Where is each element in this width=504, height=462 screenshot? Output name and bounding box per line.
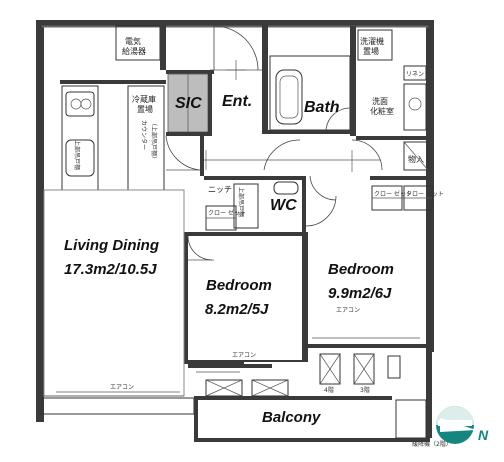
fridge-label-2: 置場 (137, 104, 153, 114)
living-dining-area: 17.3m2/10.5J (64, 261, 157, 278)
room-label-living-dining: Living Dining (64, 237, 159, 254)
aircon-bedroom-small-label: エアコン (232, 352, 256, 359)
room-label-bath: Bath (304, 99, 340, 116)
wc-upper-cabinet-label: 上部吊戸棚 (237, 187, 245, 217)
balcony-area: 4階 3階 緩降機（2階） (41, 350, 452, 448)
room-label-bedroom-small: Bedroom (206, 277, 272, 294)
bedroom-large-area: 9.9m2/6J (328, 285, 392, 302)
closet-a-label: クロー ゼット (208, 209, 246, 217)
aircon-markers: エアコン エアコン エアコン (56, 307, 360, 393)
room-label-balcony: Balcony (262, 409, 321, 426)
room-label-entrance: Ent. (222, 93, 252, 110)
closet-b-label: クロー ゼット (374, 190, 412, 198)
evac-3f-label: 3階 (360, 386, 370, 394)
compass-icon: N (436, 406, 489, 444)
water-heater-label-1: 電気 (125, 36, 141, 46)
room-label-wc: WC (270, 197, 297, 214)
kitchen-upper-cabinet-label: 上部吊戸棚 (73, 140, 81, 170)
entrance-area (165, 20, 268, 176)
compass-north-label: N (478, 427, 489, 443)
closet-c-label: クロー ゼット (406, 190, 444, 198)
fridge-label-1: 冷蔵庫 (132, 94, 156, 104)
water-heater-area: 電気 給湯器 (115, 20, 166, 70)
washroom-label-2: 化粧室 (370, 106, 394, 116)
linen-label: リネン (406, 71, 424, 78)
bedroom-small-area: 8.2m2/5J (205, 301, 269, 318)
washer-label-2: 置場 (363, 46, 379, 56)
washroom-area: 洗濯機 置場 リネン 洗面 化粧室 物入 (356, 29, 429, 171)
counter-note-label: （上部吊戸棚） (150, 120, 158, 162)
counter-label: カウンター (140, 120, 148, 150)
washroom-label-1: 洗面 (372, 96, 388, 106)
hallway-area: ニッチ 上部吊戸棚 (204, 139, 383, 232)
aircon-living-label: エアコン (110, 384, 134, 391)
washer-label-1: 洗濯機 (360, 36, 384, 46)
evac-4f-label: 4階 (324, 386, 334, 394)
evac-ladder-label: 緩降機（2階） (412, 440, 452, 448)
room-label-bedroom-large: Bedroom (328, 261, 394, 278)
bath-area (268, 26, 356, 136)
storage-label: 物入 (408, 154, 424, 164)
bedroom-walls (184, 232, 426, 373)
kitchen-area: 上部吊戸棚 冷蔵庫 置場 カウンター （上部吊戸棚） (60, 80, 166, 191)
closets: クロー ゼット クロー ゼット クロー ゼット (205, 176, 444, 231)
aircon-bedroom-large-label: エアコン (336, 307, 360, 314)
niche-label: ニッチ (208, 185, 232, 194)
room-label-sic: SIC (175, 95, 202, 112)
water-heater-label-2: 給湯器 (122, 46, 146, 56)
